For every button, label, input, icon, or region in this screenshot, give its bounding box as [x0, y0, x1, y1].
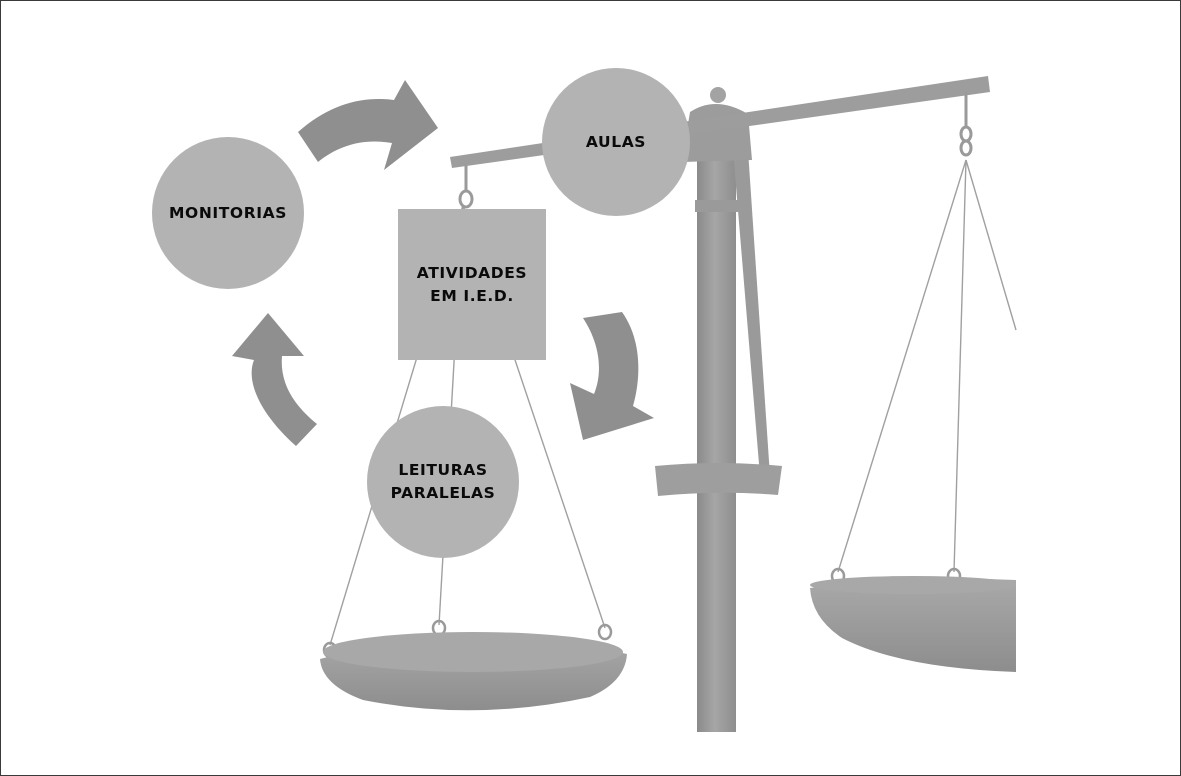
right-pan-strings [837, 159, 1017, 573]
arrow-aulas-to-leituras [570, 312, 654, 440]
scale-needle [733, 150, 770, 476]
right-pan [810, 578, 1016, 672]
scale-pivot-knob [710, 87, 726, 103]
node-atividades-em-ied: ATIVIDADES EM I.E.D. [398, 209, 546, 360]
left-pan-rim [323, 632, 623, 672]
right-pan-rim [810, 576, 1016, 594]
scale-pole [697, 140, 736, 732]
arrow-monitorias-to-aulas [298, 80, 438, 170]
right-hook [959, 92, 973, 157]
cycle-arrows [232, 80, 654, 446]
arrow-leituras-to-monitorias [232, 313, 317, 446]
pole-collar [695, 200, 738, 212]
left-hook [458, 165, 474, 209]
node-leituras-paralelas: LEITURAS PARALELAS [367, 406, 519, 558]
node-aulas: AULAS [542, 68, 690, 216]
node-monitorias: MONITORIAS [152, 137, 304, 289]
scale-indicator-arc [655, 463, 782, 496]
